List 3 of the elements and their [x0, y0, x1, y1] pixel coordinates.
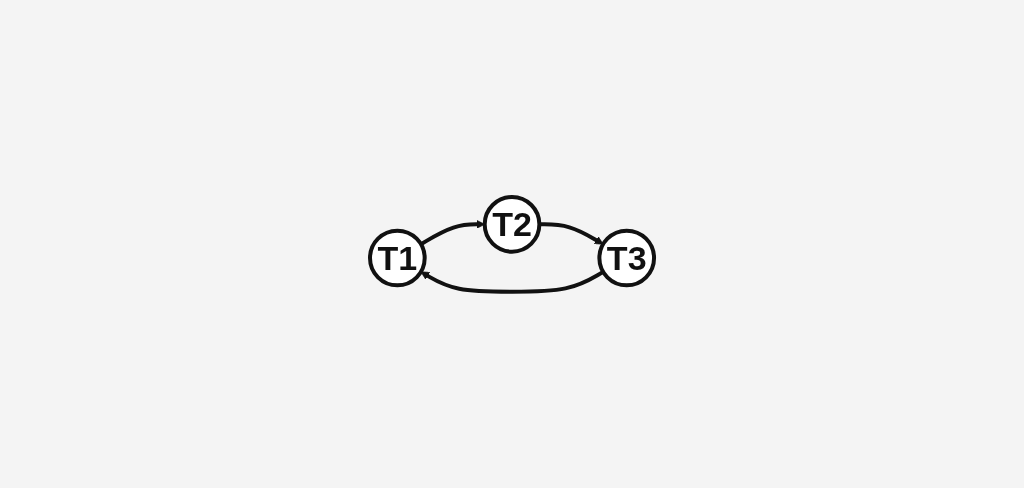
node-circle: T3	[597, 228, 657, 287]
node-circle: T2	[482, 194, 542, 254]
node-circle: T1	[367, 228, 427, 287]
